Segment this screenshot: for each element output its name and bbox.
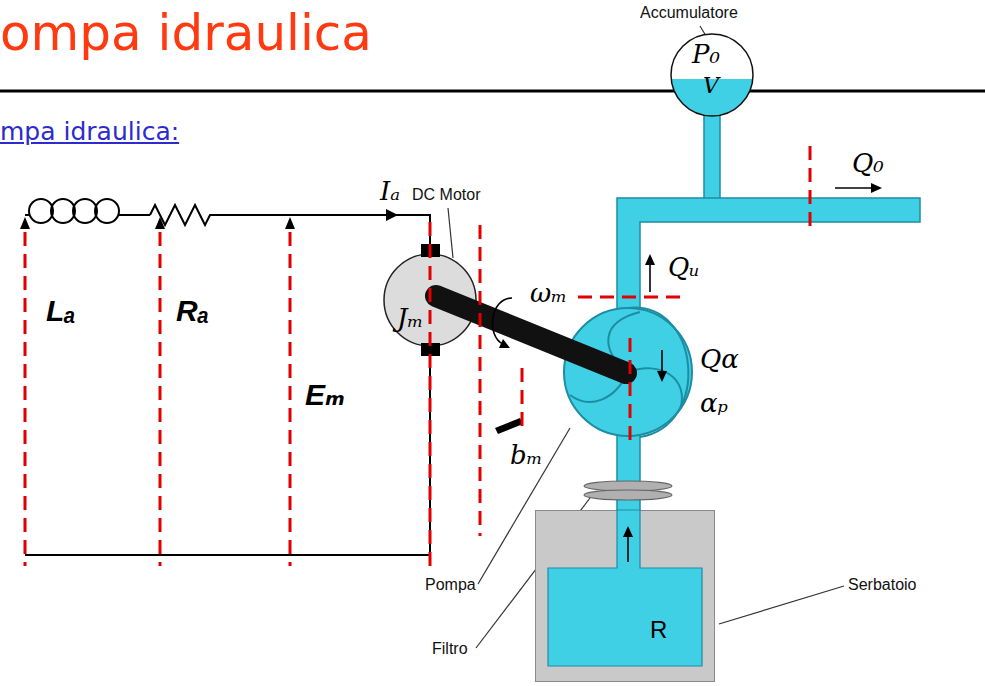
volume-symbol: V	[703, 75, 719, 97]
flow-arrow	[835, 187, 872, 189]
inductor-coil	[73, 199, 97, 223]
voltage-arrow	[285, 217, 295, 229]
section-cut	[24, 232, 27, 566]
outlet-pipe	[617, 198, 920, 318]
accumulator-fill	[671, 34, 753, 116]
label-holder: ωₘ	[530, 280, 567, 306]
speed-symbol: ωₘ	[530, 280, 567, 306]
pump-symbol: αₚ	[700, 390, 728, 416]
component-symbol: Eₘ	[305, 380, 345, 410]
arrow-head	[499, 339, 510, 348]
arrow-head	[657, 371, 667, 382]
flow-arrow	[627, 536, 629, 562]
inertia-symbol: Jₘ	[397, 305, 423, 331]
text-holder: Jₘ	[397, 305, 423, 331]
suction-pipe	[617, 426, 640, 520]
part-name: Accumulatore	[640, 4, 738, 22]
label-holder: Accumulatore	[640, 4, 738, 22]
wire	[25, 355, 430, 555]
label-holder: Q₀	[852, 150, 884, 176]
inductor-coil	[95, 199, 119, 223]
label-holder: Qᵤ	[668, 254, 700, 280]
flow-arrow	[649, 264, 651, 292]
text-holder: P₀	[692, 41, 720, 67]
accumulator-outline	[671, 34, 753, 116]
damping-symbol: bₘ	[510, 442, 543, 468]
section-cut	[159, 232, 162, 566]
voltage-arrow	[155, 217, 165, 229]
inductor-coil	[51, 199, 75, 223]
label-holder: Qα	[700, 346, 739, 372]
section-cut	[809, 146, 812, 228]
label-holder: Eₘ	[305, 380, 345, 410]
arrow-head	[645, 254, 655, 265]
motor-outline	[384, 254, 476, 346]
label-holder: DC Motor	[412, 186, 480, 204]
leader-line	[719, 586, 844, 624]
motor-rotor: Jₘ	[383, 253, 477, 347]
label-holder: bₘ	[510, 442, 543, 468]
label-holder: Filtro	[432, 640, 468, 658]
tank-outline	[536, 511, 715, 682]
rotation-arrow	[492, 298, 512, 344]
label-holder: Pompa	[425, 576, 476, 594]
label-holder: αₚ	[700, 390, 728, 416]
part-name: Filtro	[432, 640, 468, 658]
accumulator-neck	[704, 108, 720, 202]
component-symbol: Rₐ	[176, 296, 209, 326]
reservoir-tank: R	[535, 510, 715, 682]
section-cut	[289, 232, 292, 566]
part-name: Pompa	[425, 576, 476, 594]
motor-rotor-shape	[383, 253, 477, 347]
label-holder: Serbatoio	[848, 576, 917, 594]
label-holder: Iₐ	[380, 178, 400, 204]
flow-symbol: Qα	[700, 346, 739, 372]
inductor-coil	[29, 199, 53, 223]
component-symbol: Lₐ	[46, 296, 76, 326]
arrow-head	[871, 183, 882, 193]
tank-fluid	[548, 510, 702, 666]
section-cut	[479, 225, 482, 536]
flow-symbol: Qᵤ	[668, 254, 700, 280]
current-symbol: Iₐ	[380, 178, 400, 204]
subtitle-link: mpa idraulica:	[0, 118, 179, 146]
part-name: DC Motor	[412, 186, 480, 204]
section-cut	[578, 296, 682, 299]
section-cut	[429, 222, 432, 566]
flow-arrow	[661, 350, 663, 372]
section-cut	[629, 338, 632, 440]
damper-symbol	[495, 418, 523, 434]
filter-disc	[584, 490, 672, 500]
label-holder: Rₐ	[176, 296, 209, 326]
accumulator-tank: P₀ V	[670, 33, 754, 117]
voltage-arrow	[20, 217, 30, 229]
pressure-symbol: P₀	[692, 41, 720, 67]
reservoir-tank-shape	[535, 510, 715, 682]
current-arrow	[386, 209, 398, 221]
section-cut	[521, 368, 524, 432]
flow-symbol: Q₀	[852, 150, 884, 176]
title-rule	[0, 90, 985, 93]
part-name: Serbatoio	[848, 576, 917, 594]
text-holder: V	[703, 75, 719, 97]
reservoir-symbol: R	[650, 618, 667, 642]
pump-volute	[628, 308, 688, 437]
slide-title: ompa idraulica	[0, 8, 372, 58]
text-holder: R	[650, 618, 667, 642]
title-holder: ompa idraulica	[0, 8, 372, 58]
wire	[25, 215, 430, 245]
leader-line	[448, 208, 453, 258]
label-holder: Lₐ	[46, 296, 76, 326]
label-holder: mpa idraulica:	[0, 118, 179, 146]
motor-shaft	[436, 296, 626, 373]
